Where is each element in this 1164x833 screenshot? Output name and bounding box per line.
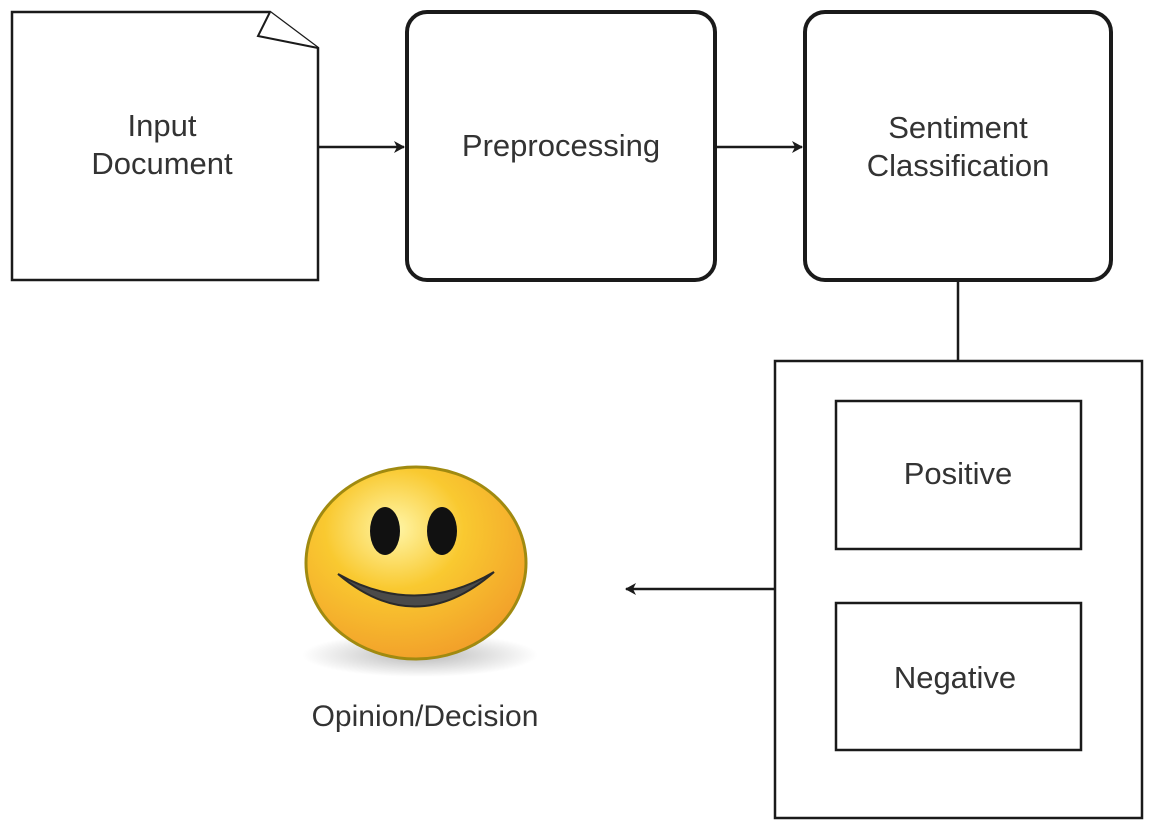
input-document-label-line1: Input: [128, 108, 197, 143]
sentiment-classification-node: Sentiment Classification: [803, 10, 1113, 282]
input-document-node: Input Document: [10, 10, 320, 282]
negative-node: Negative: [834, 601, 1083, 752]
negative-label: Negative: [894, 660, 1016, 695]
positive-label: Positive: [904, 456, 1013, 491]
sentiment-classification-label-line2: Classification: [867, 148, 1050, 183]
preprocessing-node: Preprocessing: [405, 10, 717, 282]
sentiment-classification-label-line1: Sentiment: [888, 110, 1028, 145]
smiley-face-icon: [302, 465, 538, 677]
preprocessing-label: Preprocessing: [462, 128, 660, 163]
positive-node: Positive: [834, 399, 1083, 551]
input-document-label-line2: Document: [91, 146, 233, 181]
opinion-decision-label: Opinion/Decision: [311, 700, 539, 733]
